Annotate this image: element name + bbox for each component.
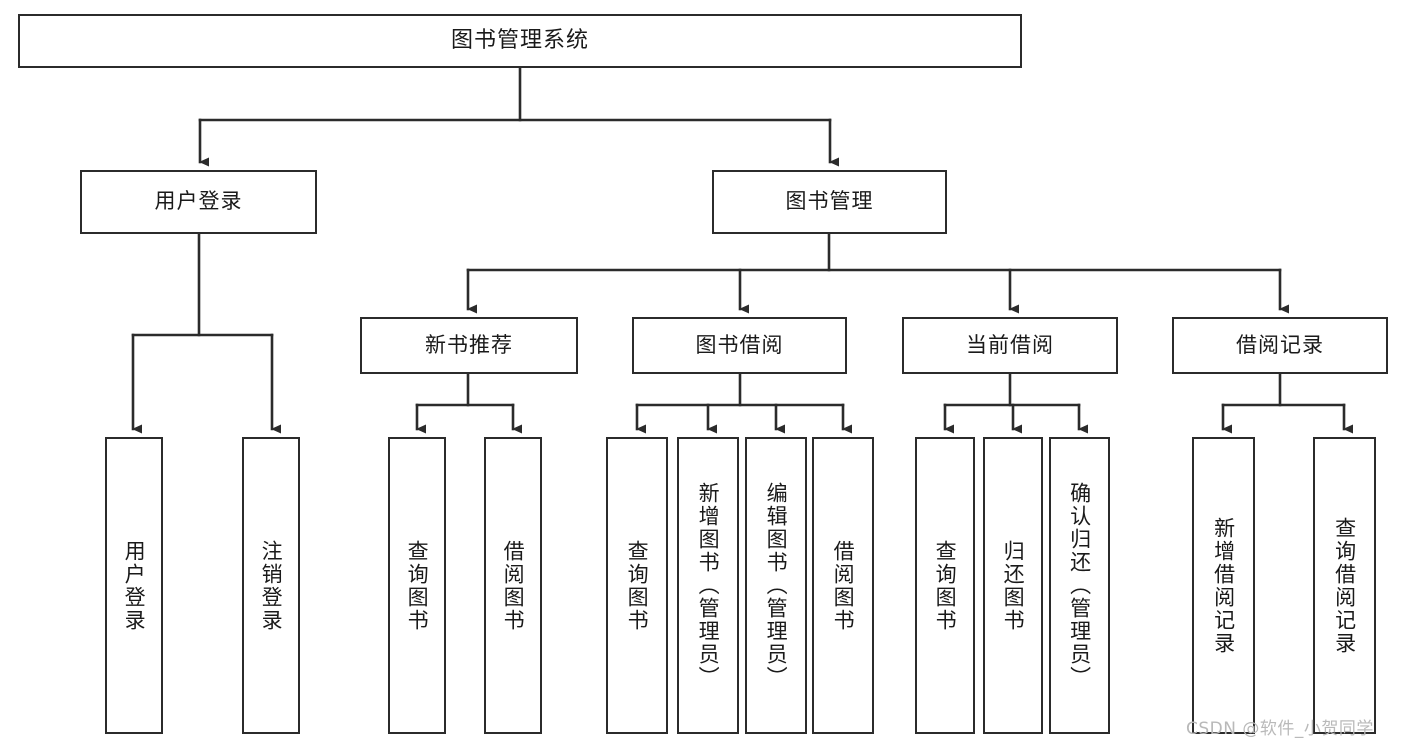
- node-borrow-record[interactable]: 借阅记录: [1172, 317, 1388, 374]
- leaf-current-borrow-query[interactable]: 查询图书: [915, 437, 975, 734]
- node-root-library-system[interactable]: 图书管理系统: [18, 14, 1022, 68]
- leaf-current-borrow-return[interactable]: 归还图书: [983, 437, 1043, 734]
- node-label: 图书借阅: [695, 332, 784, 357]
- node-current-borrow[interactable]: 当前借阅: [902, 317, 1118, 374]
- node-label: 确认归还（管理员）: [1067, 482, 1092, 689]
- node-label: 查询图书: [625, 539, 650, 632]
- node-book-management[interactable]: 图书管理: [712, 170, 947, 234]
- leaf-borrow-record-add[interactable]: 新增借阅记录: [1192, 437, 1255, 734]
- leaf-book-borrow-edit[interactable]: 编辑图书（管理员）: [745, 437, 807, 734]
- leaf-user-login-logout[interactable]: 注销登录: [242, 437, 300, 734]
- node-label: 图书管理系统: [450, 27, 589, 53]
- node-label: 查询图书: [405, 539, 430, 632]
- watermark: CSDN @软件_小贺同学: [1186, 719, 1374, 739]
- leaf-book-borrow-query[interactable]: 查询图书: [606, 437, 668, 734]
- node-label: 用户登录: [154, 189, 243, 214]
- node-label: 归还图书: [1001, 539, 1026, 632]
- node-label: 图书管理: [785, 189, 874, 214]
- leaf-current-borrow-confirm-return[interactable]: 确认归还（管理员）: [1049, 437, 1110, 734]
- node-label: 新书推荐: [425, 332, 513, 357]
- leaf-new-book-query[interactable]: 查询图书: [388, 437, 446, 734]
- node-label: 借阅记录: [1236, 332, 1324, 357]
- leaf-new-book-borrow[interactable]: 借阅图书: [484, 437, 542, 734]
- node-label: 用户登录: [122, 539, 147, 632]
- leaf-borrow-record-query[interactable]: 查询借阅记录: [1313, 437, 1376, 734]
- node-label: 查询图书: [933, 539, 958, 632]
- node-label: 查询借阅记录: [1332, 516, 1357, 655]
- leaf-book-borrow-borrow[interactable]: 借阅图书: [812, 437, 874, 734]
- node-new-book-recommend[interactable]: 新书推荐: [360, 317, 578, 374]
- node-label: 借阅图书: [831, 539, 856, 632]
- node-book-borrow[interactable]: 图书借阅: [632, 317, 847, 374]
- node-label: 当前借阅: [966, 332, 1054, 357]
- leaf-book-borrow-add[interactable]: 新增图书（管理员）: [677, 437, 739, 734]
- node-label: 借阅图书: [501, 539, 526, 632]
- leaf-user-login-login[interactable]: 用户登录: [105, 437, 163, 734]
- node-label: 注销登录: [259, 539, 284, 632]
- node-label: 编辑图书（管理员）: [764, 482, 789, 689]
- node-user-login[interactable]: 用户登录: [80, 170, 317, 234]
- node-label: 新增借阅记录: [1211, 516, 1236, 655]
- node-label: 新增图书（管理员）: [696, 482, 721, 689]
